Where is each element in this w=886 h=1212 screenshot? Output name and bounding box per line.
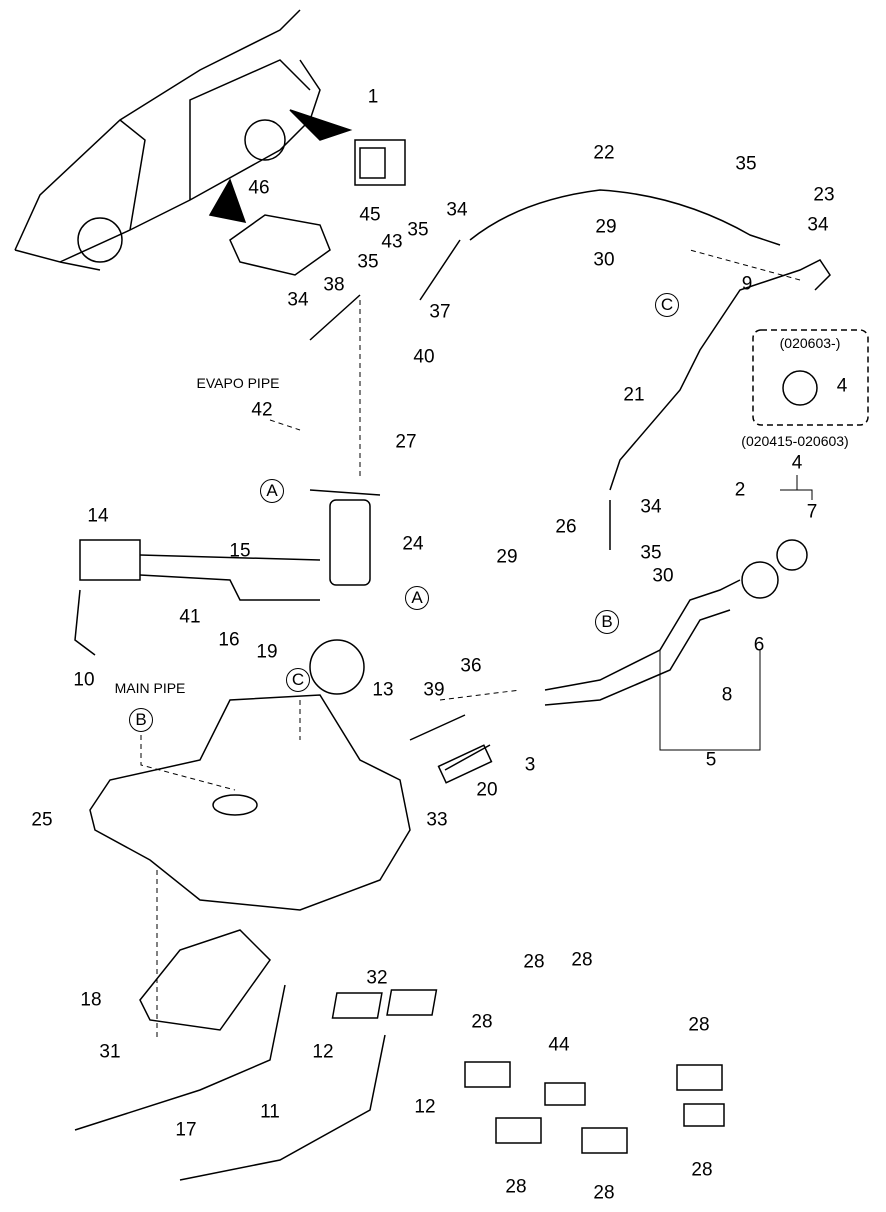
part-label: 44	[548, 1034, 570, 1056]
part-label: 31	[99, 1041, 121, 1063]
part-label: 28	[691, 1159, 713, 1181]
part-label: 1	[367, 86, 379, 108]
hoses-and-clamps	[409, 714, 493, 784]
part-label: 35	[735, 153, 757, 175]
fuel-cap-new	[782, 370, 818, 406]
part-label: 42	[251, 399, 273, 421]
part-label: 29	[496, 546, 518, 568]
variant-new-note: (020603-)	[779, 335, 841, 351]
part-label: 23	[813, 184, 835, 206]
part-label: 17	[175, 1119, 197, 1141]
part-label: 6	[753, 634, 765, 656]
part-label: 19	[256, 641, 278, 663]
part-label: 34	[640, 496, 662, 518]
part-label: 24	[402, 533, 424, 555]
vapor-hoses	[309, 189, 831, 550]
callout-c: C	[286, 668, 310, 692]
carbon-canister-cover	[229, 214, 331, 276]
part-label: 35	[407, 219, 429, 241]
part-label: 28	[505, 1176, 527, 1198]
part-label: 26	[555, 516, 577, 538]
dashed-leaders	[140, 249, 801, 1040]
part-label: 8	[721, 684, 733, 706]
fuel-pump	[309, 489, 381, 586]
part-label: 35	[640, 542, 662, 564]
part-label: 14	[87, 505, 109, 527]
part-label: 13	[372, 679, 394, 701]
fuel-filter	[74, 539, 321, 656]
part-label: 32	[366, 967, 388, 989]
part-label: 45	[359, 204, 381, 226]
part-label: 28	[523, 951, 545, 973]
part-label: 5	[705, 749, 717, 771]
callout-a: A	[405, 586, 429, 610]
part-label: 10	[73, 669, 95, 691]
part-label: 27	[395, 431, 417, 453]
part-label: 12	[312, 1041, 334, 1063]
callout-b: B	[595, 610, 619, 634]
part-label: 20	[476, 779, 498, 801]
part-label: 7	[806, 501, 818, 523]
part-label: 30	[593, 249, 615, 271]
part-label: 28	[593, 1182, 615, 1204]
part-label: 46	[248, 177, 270, 199]
part-label: 4	[791, 452, 803, 474]
part-label: 34	[287, 289, 309, 311]
part-label: 40	[413, 346, 435, 368]
part-label: 28	[471, 1011, 493, 1033]
part-label: 28	[571, 949, 593, 971]
callout-a: A	[260, 479, 284, 503]
pad-parts	[331, 989, 725, 1154]
part-label: 21	[623, 384, 645, 406]
part-label: 12	[414, 1096, 436, 1118]
callout-c: C	[655, 293, 679, 317]
bracket-5	[659, 650, 761, 751]
variant-box	[752, 329, 869, 426]
part-label: 34	[446, 199, 468, 221]
part-label: 18	[80, 989, 102, 1011]
fuel-tank	[89, 694, 411, 911]
part-label: 30	[652, 565, 674, 587]
tank-straps	[74, 984, 386, 1181]
part-label: 35	[357, 251, 379, 273]
vehicle-outline	[14, 9, 406, 271]
variant-old-note: (020415-020603)	[741, 433, 849, 449]
part-label: 9	[741, 273, 753, 295]
part-label: 22	[593, 142, 615, 164]
part-label: 2	[734, 479, 746, 501]
part-label: 3	[524, 754, 536, 776]
part-label: 15	[229, 540, 251, 562]
part-label: 38	[323, 274, 345, 296]
part-label: 16	[218, 629, 240, 651]
part-label: 41	[179, 606, 201, 628]
part-label: 28	[688, 1014, 710, 1036]
gasket	[309, 639, 365, 695]
heat-shield	[139, 929, 271, 1031]
main-pipe-note: MAIN PIPE	[114, 680, 186, 696]
evapo-pipe-note: EVAPO PIPE	[196, 375, 280, 391]
part-label: 36	[460, 655, 482, 677]
part-label: 33	[426, 809, 448, 831]
part-label: 39	[423, 679, 445, 701]
bracket-4	[780, 475, 813, 500]
part-label: 34	[807, 214, 829, 236]
filler-neck	[544, 539, 808, 706]
part-label: 29	[595, 216, 617, 238]
part-label: 11	[260, 1101, 280, 1123]
callout-b: B	[129, 708, 153, 732]
part-label: 25	[31, 809, 53, 831]
part-label: 4	[836, 375, 848, 397]
part-label: 37	[429, 301, 451, 323]
part-label: 43	[381, 231, 403, 253]
